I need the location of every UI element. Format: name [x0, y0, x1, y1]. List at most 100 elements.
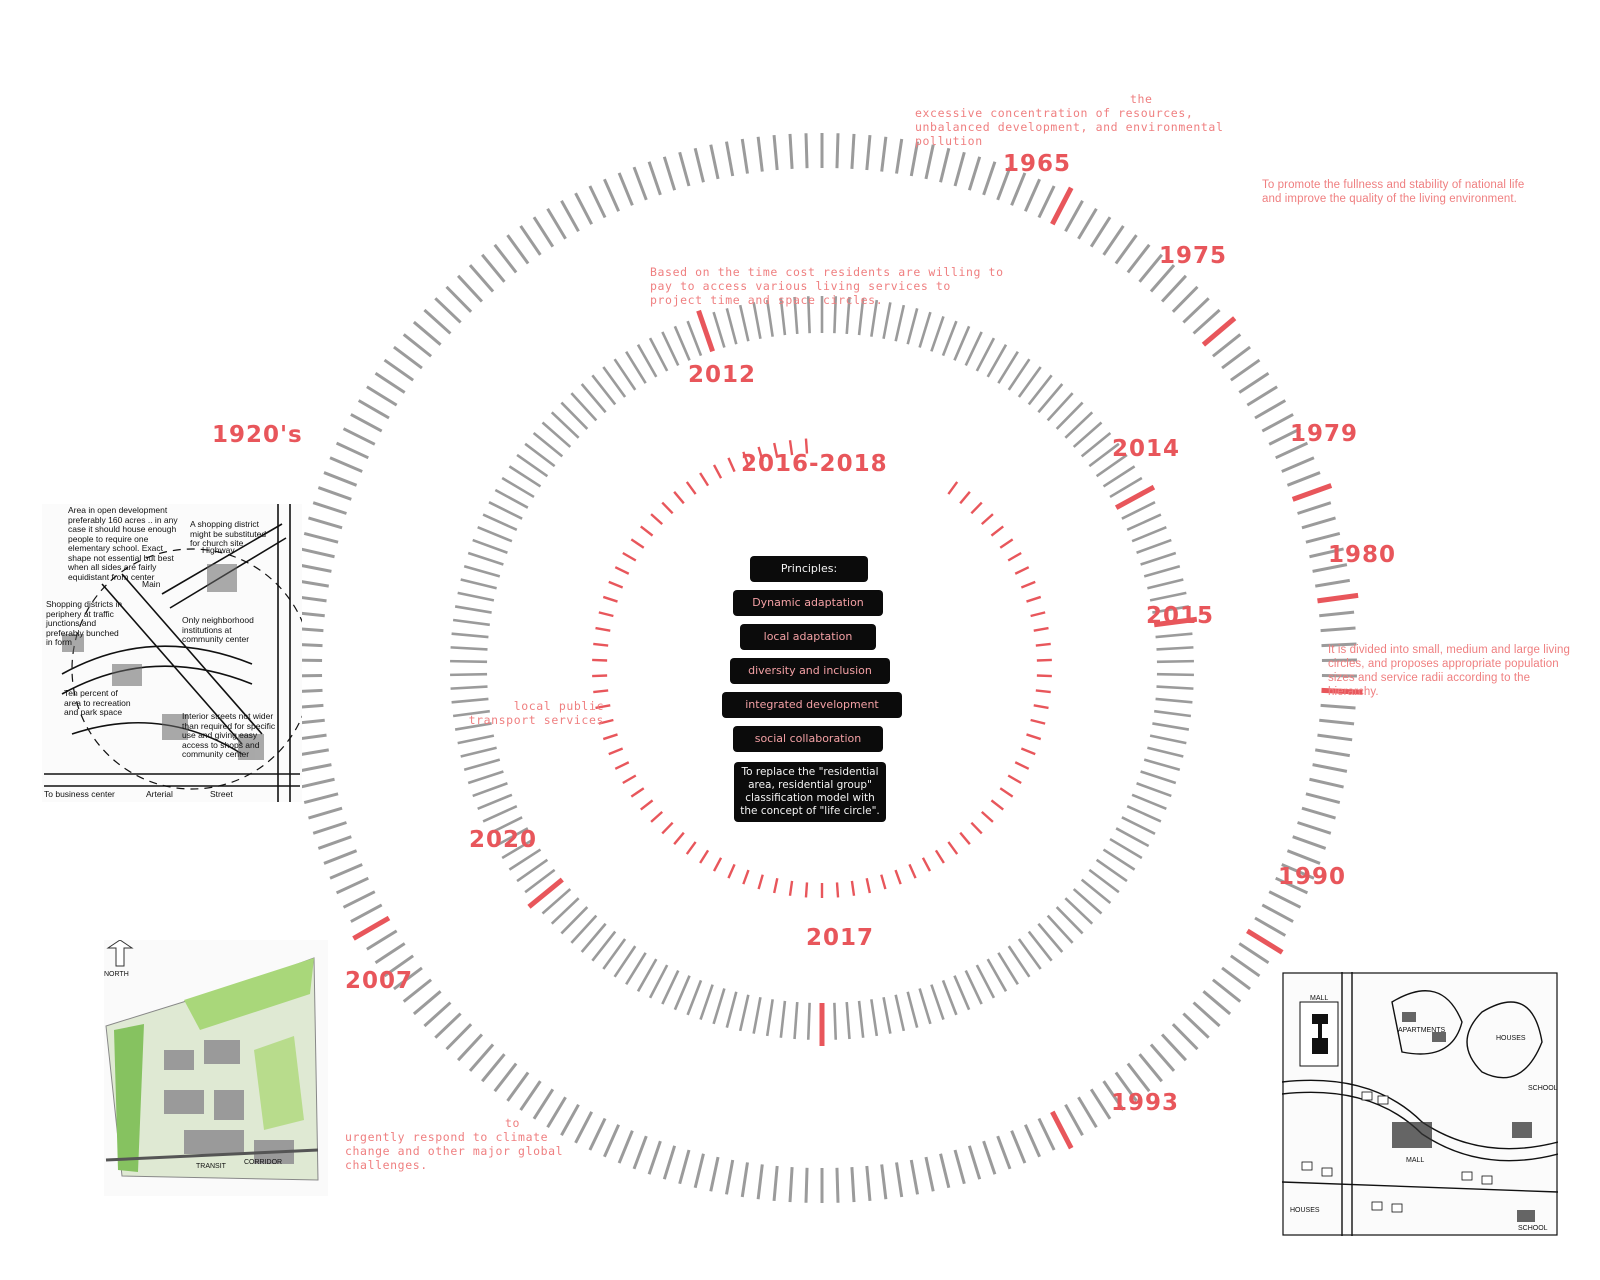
inner-ring-tick — [650, 513, 664, 526]
map3-label-apartments: APARTMENTS — [1398, 1027, 1446, 1034]
outer-ring-tick — [909, 141, 920, 177]
middle-ring-tick — [602, 938, 627, 970]
year-2007: 2007 — [345, 968, 414, 994]
outer-ring-tick — [835, 1167, 840, 1203]
middle-ring-tick — [457, 591, 495, 602]
middle-ring-tick — [613, 358, 637, 391]
middle-ring-tick — [1147, 578, 1184, 590]
outer-ring-tick — [865, 135, 872, 171]
map3-label-mall-bottom: MALL — [1406, 1157, 1425, 1164]
middle-ring-tick — [1017, 366, 1042, 398]
middle-ring-tick — [1152, 722, 1190, 731]
middle-ring-tick — [450, 685, 488, 690]
outer-ring-tick — [662, 1145, 677, 1180]
middle-ring-tick — [1156, 672, 1194, 677]
green-infrastructure-drawing — [105, 940, 319, 1181]
outer-ring-tick — [588, 185, 607, 219]
middle-ring-tick — [648, 964, 669, 999]
middle-ring-tick — [591, 374, 617, 406]
inner-ring-tick — [908, 863, 917, 879]
middle-ring-tick — [930, 984, 945, 1021]
outer-ring-tick — [1309, 547, 1344, 559]
outer-ring-tick — [1064, 199, 1084, 233]
outer-ring-tick — [434, 297, 462, 324]
middle-ring-tick — [570, 392, 598, 422]
outer-ring-tick — [1023, 178, 1041, 212]
outer-ring-tick — [493, 243, 518, 274]
outer-ring-tick — [296, 763, 332, 773]
outer-ring-tick — [342, 427, 376, 446]
middle-ring-tick — [833, 1002, 838, 1040]
map1-label-business-center: To business center — [44, 789, 115, 799]
middle-ring-tick — [1156, 685, 1194, 690]
map3-label-mall-top: MALL — [1310, 995, 1329, 1002]
middle-ring-tick — [580, 922, 607, 953]
middle-ring-tick — [488, 501, 523, 520]
outer-ring-tick — [1317, 592, 1359, 604]
outer-ring-tick — [1319, 610, 1355, 618]
outer-ring-tick — [1202, 990, 1232, 1016]
middle-ring-tick — [1095, 453, 1128, 478]
middle-ring-tick — [1126, 513, 1162, 532]
outer-ring-tick — [647, 161, 662, 196]
outer-ring-tick — [1089, 1088, 1112, 1120]
outer-ring-tick — [402, 333, 433, 358]
middle-ring-tick — [1109, 476, 1143, 499]
middle-ring-tick — [765, 299, 774, 337]
map3-label-houses-top: HOUSES — [1496, 1035, 1526, 1042]
outer-ring-tick — [308, 806, 343, 820]
inner-ring-tick — [673, 831, 685, 845]
middle-ring-tick — [1055, 906, 1084, 935]
year-1993: 1993 — [1111, 1090, 1180, 1116]
outer-ring-tick — [1309, 777, 1344, 789]
inner-ring-tick — [959, 831, 971, 845]
middle-ring-tick — [941, 979, 958, 1016]
middle-ring-tick — [494, 827, 529, 848]
outer-ring-tick — [374, 942, 406, 964]
middle-ring-tick — [857, 298, 865, 336]
middle-ring-tick — [1072, 888, 1103, 915]
outer-ring-tick — [323, 849, 358, 865]
inner-ring-tick — [1014, 761, 1030, 770]
middle-ring-tick — [1055, 401, 1084, 430]
outer-ring-tick — [1211, 978, 1242, 1003]
outer-ring-tick — [1050, 1110, 1074, 1150]
note-2007: to urgently respond to climate change an… — [345, 1116, 564, 1172]
outer-ring-tick — [303, 531, 339, 544]
middle-ring-tick — [550, 411, 580, 439]
middle-ring-tick — [1007, 358, 1031, 391]
middle-ring-tick — [451, 632, 489, 639]
inner-ring-tick — [699, 849, 710, 864]
middle-ring-tick — [1027, 374, 1053, 406]
map1-label-shopping-district: A shopping district might be substituted… — [190, 519, 267, 548]
inner-ring-tick — [622, 774, 637, 785]
note-2020: local public transport services — [468, 699, 604, 727]
outer-ring-tick — [1050, 186, 1074, 226]
outer-ring-tick — [788, 133, 794, 169]
inner-ring-tick — [947, 841, 959, 855]
middle-ring-tick — [467, 551, 504, 566]
year-2014: 2014 — [1112, 436, 1181, 462]
middle-ring-tick — [1121, 816, 1156, 835]
note-1965: the excessive concentration of resources… — [915, 92, 1224, 148]
outer-ring-tick — [804, 133, 809, 169]
middle-ring-tick — [508, 848, 542, 871]
outer-ring-tick — [772, 135, 779, 171]
outer-ring-tick — [1229, 954, 1261, 978]
outer-ring-tick — [357, 399, 390, 420]
outer-ring-tick — [1301, 806, 1336, 820]
middle-ring-tick — [648, 337, 669, 372]
outer-ring-tick — [445, 1023, 473, 1051]
middle-ring-tick — [882, 302, 892, 339]
middle-ring-tick — [696, 309, 715, 353]
outer-ring-tick — [560, 199, 580, 233]
outer-ring-tick — [895, 138, 904, 174]
outer-ring-tick — [1192, 1001, 1221, 1028]
map1-label-institutions: Only neighborhood institutions at commun… — [182, 615, 254, 644]
outer-ring-tick — [1114, 234, 1138, 265]
outer-ring-tick — [423, 308, 452, 335]
outer-ring-tick — [468, 264, 495, 293]
inner-ring-tick — [865, 878, 871, 894]
inner-ring-tick — [1014, 566, 1030, 575]
outer-ring-tick — [939, 147, 951, 183]
